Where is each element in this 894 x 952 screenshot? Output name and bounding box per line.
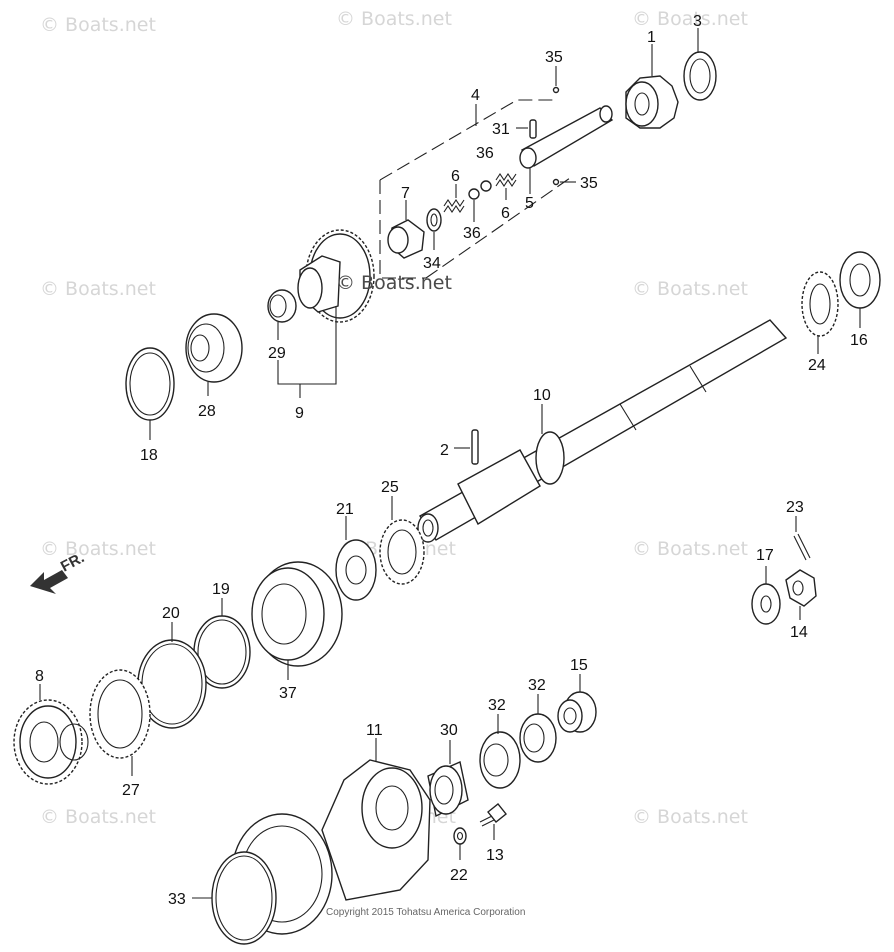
callout-1: 1 [647, 29, 656, 46]
callout-28: 28 [198, 403, 216, 420]
part-1-clutch-dog [625, 44, 679, 129]
callout-17: 17 [756, 547, 774, 564]
callout-34: 34 [423, 255, 441, 272]
callout-4: 4 [471, 87, 480, 104]
part-10-propeller-shaft [417, 319, 788, 543]
callout-33: 33 [168, 891, 186, 908]
callout-5: 5 [525, 195, 534, 212]
callout-35b: 35 [580, 175, 598, 192]
part-21-washer [335, 516, 377, 601]
callout-29: 29 [268, 345, 286, 362]
part-8-forward-gear [13, 684, 89, 785]
callout-8: 8 [35, 668, 44, 685]
callout-37: 37 [279, 685, 297, 702]
part-6-spring [443, 173, 517, 213]
callout-23: 23 [786, 499, 804, 516]
callout-6a: 6 [451, 168, 460, 185]
part-9-reverse-gear [277, 229, 375, 398]
callout-11: 11 [366, 722, 383, 739]
callout-21: 21 [336, 501, 354, 518]
copyright-notice: Copyright 2015 Tohatsu America Corporati… [326, 907, 526, 918]
callout-24: 24 [808, 357, 826, 374]
part-36-ball [468, 180, 492, 222]
watermark: © Boats.net [40, 14, 156, 36]
part-22-washer [453, 827, 467, 860]
watermark-center: © Boats.net [336, 272, 452, 294]
watermark: © Boats.net [40, 278, 156, 300]
callout-25: 25 [381, 479, 399, 496]
part-23-cotter-pin [793, 516, 811, 561]
part-14-nut [785, 569, 817, 620]
callout-13: 13 [486, 847, 504, 864]
watermark: © Boats.net [632, 8, 748, 30]
part-5-shifter-shaft [519, 105, 614, 194]
part-15-bushing [557, 674, 597, 733]
callout-32a: 32 [488, 697, 506, 714]
callout-20: 20 [162, 605, 180, 622]
callout-31: 31 [492, 121, 510, 138]
callout-10: 10 [533, 387, 551, 404]
part-16-washer [839, 251, 881, 328]
part-32-oil-seal-2 [479, 714, 521, 789]
part-30-needle-bearing [427, 740, 469, 818]
watermark: © Boats.net [632, 806, 748, 828]
callout-36a: 36 [476, 145, 494, 162]
watermark: © Boats.net [336, 8, 452, 30]
assembly-4-bracket [379, 99, 571, 279]
callout-32b: 32 [528, 677, 546, 694]
callout-14: 14 [790, 624, 808, 641]
part-19-o-ring [193, 598, 251, 689]
callout-7: 7 [401, 185, 410, 202]
part-3-ring [683, 28, 717, 101]
part-28-ball-bearing [185, 313, 243, 396]
part-24-thrust-bearing [801, 271, 839, 354]
part-33-o-ring [192, 851, 277, 945]
watermark: © Boats.net [40, 538, 156, 560]
callout-30: 30 [440, 722, 458, 739]
part-17-washer [751, 566, 781, 625]
watermark: © Boats.net [40, 806, 156, 828]
part-2-pin [454, 429, 479, 465]
part-32-oil-seal [519, 694, 557, 763]
watermark: © Boats.net [632, 278, 748, 300]
callout-3: 3 [693, 13, 702, 30]
part-35-ball [552, 66, 576, 186]
part-18-shim [125, 347, 175, 440]
callout-15: 15 [570, 657, 588, 674]
callout-labels: 1 2 3 4 5 6 6 7 8 9 10 11 13 14 15 16 17… [35, 13, 868, 908]
forward-direction-arrow: FR. [30, 549, 87, 594]
part-29-needle-bearing [267, 289, 297, 340]
callout-36b: 36 [463, 225, 481, 242]
part-31-pin [516, 119, 537, 139]
part-13-bolt [479, 803, 507, 840]
part-37-bearing-housing [251, 561, 343, 680]
part-25-thrust-bearing [379, 496, 425, 585]
callout-27: 27 [122, 782, 140, 799]
part-27-thrust-bearing [89, 669, 151, 776]
callout-22: 22 [450, 867, 468, 884]
callout-18: 18 [140, 447, 158, 464]
watermark: © Boats.net [632, 538, 748, 560]
callout-6b: 6 [501, 205, 510, 222]
part-7-plunger [387, 200, 425, 259]
callout-9: 9 [295, 405, 304, 422]
callout-16: 16 [850, 332, 868, 349]
callout-19: 19 [212, 581, 230, 598]
callout-2: 2 [440, 442, 449, 459]
callout-35a: 35 [545, 49, 563, 66]
part-34-clip [426, 208, 442, 250]
